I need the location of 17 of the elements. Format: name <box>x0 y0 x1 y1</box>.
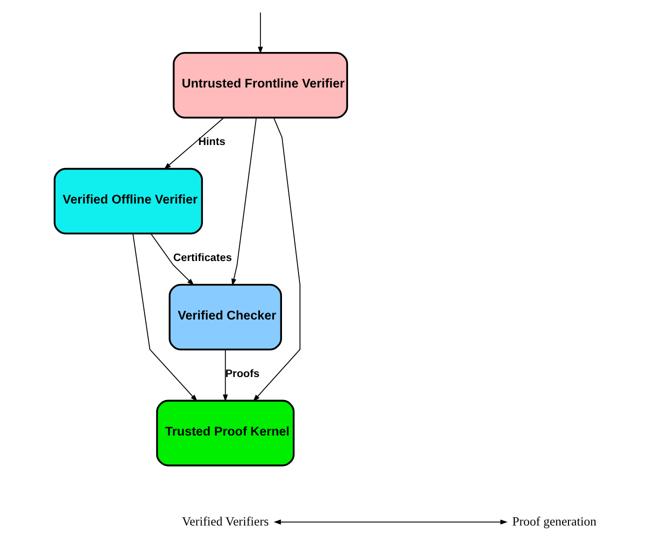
arrow <box>222 349 228 402</box>
node-box: Verified Offline Verifier <box>54 168 203 234</box>
edge-label: Proofs <box>225 368 260 380</box>
arrow <box>164 117 224 170</box>
node-text: Proof generation <box>512 514 596 528</box>
arrow <box>258 12 263 54</box>
node-box: Verified Checker <box>168 284 282 350</box>
arrow <box>252 117 300 402</box>
node-box: Untrusted Frontline Verifier <box>172 52 348 118</box>
edge-label: Certificates <box>173 252 232 264</box>
node-box: Trusted Proof Kernel <box>156 400 295 466</box>
arrow <box>274 520 508 525</box>
edge-label: Hints <box>198 136 226 148</box>
node-text: Verified Verifiers <box>182 514 269 528</box>
arrow <box>150 233 194 286</box>
arrow <box>231 117 257 286</box>
arrow <box>132 233 198 402</box>
